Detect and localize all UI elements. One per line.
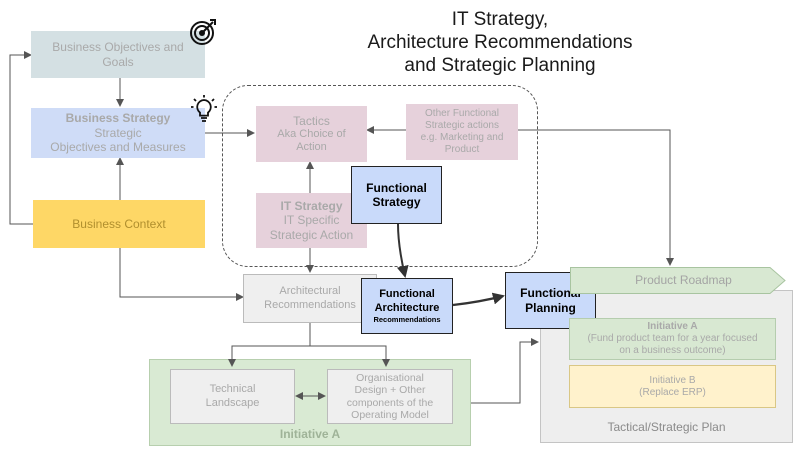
other-functional-line-4: Product [444,144,480,155]
business-objectives-line-1: Business Objectives and [52,40,184,55]
node-tactics: Tactics Aka Choice of Action [256,106,367,162]
initiative-b-line-2: (Replace ERP) [639,386,706,398]
node-architectural-recommendations: Architectural Recommendations [243,274,377,323]
node-business-strategy: Business Strategy Strategic Objectives a… [31,108,205,158]
it-strategy-line-2: IT Specific [283,213,340,228]
tactical-plan-label: Tactical/Strategic Plan [607,419,726,434]
it-strategy-line-1: IT Strategy [280,198,343,213]
title-line-1: IT Strategy, [451,9,549,30]
other-functional-line-1: Other Functional [425,108,499,119]
edge-arch-to-tech [228,323,311,367]
node-initiative-b: Initiative B (Replace ERP) [569,365,776,408]
functional-architecture-line-3: Recommendations [373,314,441,324]
other-functional-line-2: Strategic actions [425,120,499,131]
initiative-a-plan-line-1: Initiative A [647,321,698,332]
product-roadmap-label: Product Roadmap [635,273,732,288]
node-initiative-a-plan: Initiative A (Fund product team for a ye… [569,318,776,360]
functional-architecture-line-1: Functional [379,288,435,301]
title-line-3: and Strategic Planning [404,55,596,76]
architectural-recommendations-line-2: Recommendations [264,298,356,311]
organisational-design-line-2: Design + Other [354,384,426,397]
initiative-b-line-1: Initiative B [649,374,696,386]
initiative-a-group-label: Initiative A [279,426,341,441]
business-strategy-line-2: Strategic [94,125,142,140]
organisational-design-line-1: Organisational [356,372,424,385]
node-technical-landscape: Technical Landscape [170,369,295,424]
edge-context-to-arch [119,248,244,301]
node-product-roadmap: Product Roadmap [596,267,771,294]
diagram-title: IT Strategy, Architecture Recommendation… [330,8,670,77]
node-it-strategy: IT Strategy IT Specific Strategic Action [256,193,367,248]
tactics-line-2: Aka Choice of [277,128,346,140]
target-icon [190,19,216,45]
functional-strategy-line-1: Functional [366,180,427,195]
organisational-design-line-4: Operating Model [351,408,429,421]
it-strategy-line-3: Strategic Action [269,227,354,242]
edge-func-arch-to-planning [452,292,505,307]
node-other-functional: Other Functional Strategic actions e.g. … [406,104,518,160]
edge-arch-split-to-org [310,345,390,367]
organisational-design-line-3: components of the [346,396,434,409]
functional-planning-line-1: Functional [520,286,581,301]
technical-landscape-line-2: Landscape [205,396,260,409]
title-line-2: Architecture Recommendations [367,32,633,53]
node-functional-architecture: Functional Architecture Recommendations [361,278,453,334]
business-strategy-line-1: Business Strategy [65,111,171,126]
node-business-objectives: Business Objectives and Goals [31,31,205,78]
node-organisational-design: Organisational Design + Other components… [327,369,453,424]
initiative-a-plan-line-2: (Fund product team for a year focused [587,333,758,344]
other-functional-line-3: e.g. Marketing and [420,132,504,143]
functional-planning-line-2: Planning [525,300,576,315]
node-functional-strategy: Functional Strategy [351,166,442,224]
business-objectives-line-2: Goals [102,54,134,69]
tactics-line-1: Tactics [293,113,330,128]
edge-functional-strategy-to-arch [396,223,409,278]
business-context-label: Business Context [72,216,166,231]
edge-other-to-roadmap [518,129,674,266]
product-roadmap-shape [570,267,786,294]
node-business-context: Business Context [33,200,205,248]
lightbulb-icon [191,95,217,122]
architectural-recommendations-line-1: Architectural [279,285,341,298]
tactics-line-3: Action [296,141,327,154]
functional-architecture-line-2: Architecture [374,301,440,314]
strategy-dashed-group [222,85,538,267]
technical-landscape-line-1: Technical [209,383,256,396]
initiative-a-plan-line-3: on a business outcome) [619,345,726,356]
edge-initiative-to-planning [471,338,539,404]
business-strategy-line-3: Objectives and Measures [50,140,186,155]
edge-context-loop-to-objectives [9,51,33,225]
functional-strategy-line-2: Strategy [372,195,421,209]
